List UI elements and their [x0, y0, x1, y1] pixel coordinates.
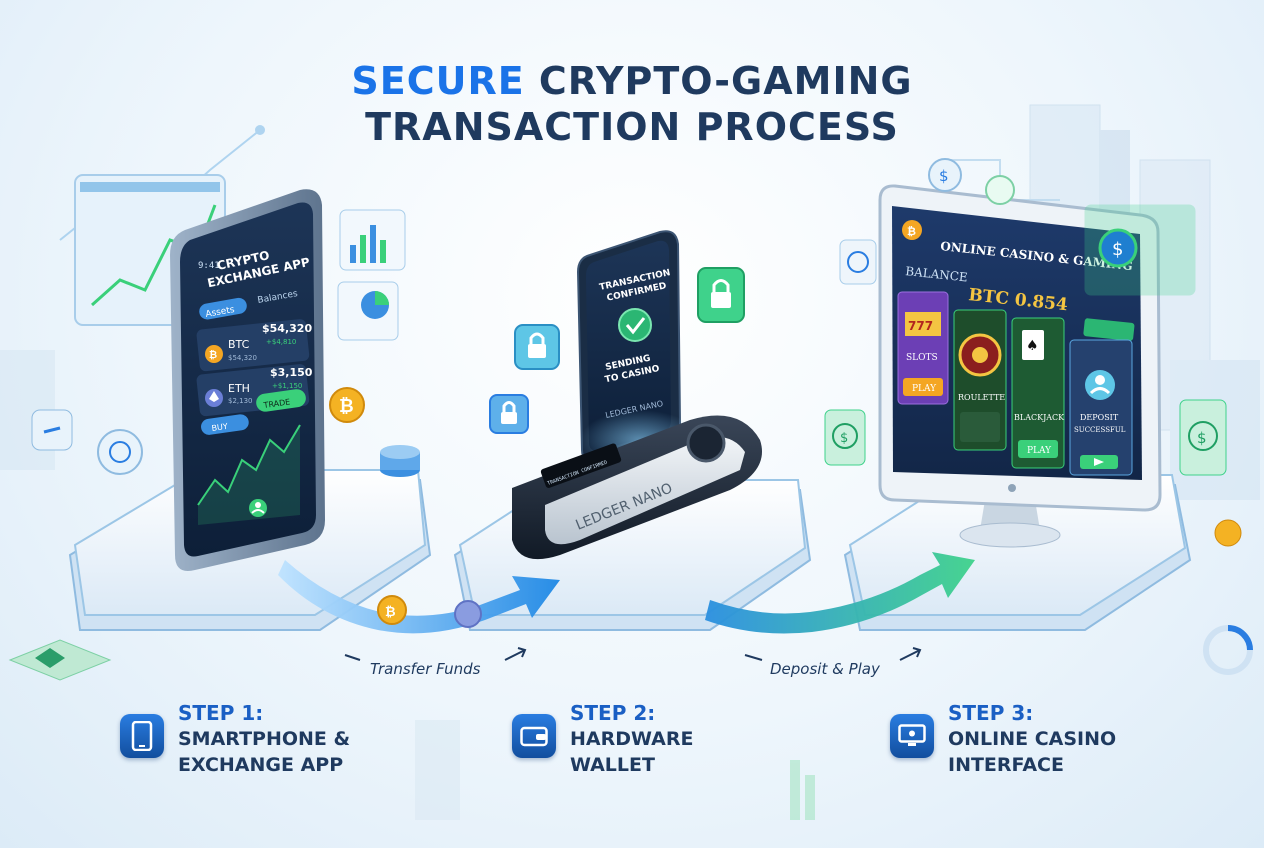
- step-2-label-line1: HARDWARE: [570, 728, 694, 750]
- blackjack-play-button: [1018, 440, 1058, 458]
- btc-sub: $54,320: [228, 354, 257, 362]
- svg-text:₿: ₿: [339, 396, 354, 417]
- coin-stack-decor: [380, 445, 420, 477]
- sync-icon: [97, 429, 143, 475]
- eth-symbol: ETH: [228, 382, 250, 395]
- eth-change: +$1,150: [272, 382, 302, 390]
- dollar-coin-icon: $: [928, 158, 962, 192]
- lock-icon-tile-3: [697, 267, 745, 323]
- svg-text:$: $: [1112, 239, 1123, 260]
- eth-coin-on-arrow: [454, 600, 482, 628]
- wallet-icon: [512, 714, 556, 758]
- svg-text:$: $: [1197, 429, 1207, 447]
- lock-icon-tile-2: [489, 394, 529, 434]
- roulette-label: ROULETTE: [958, 393, 1005, 402]
- gold-coin-icon: [1214, 519, 1242, 547]
- phone-trade-label: TRADE: [262, 397, 291, 410]
- btc-change: +$4,810: [266, 338, 296, 346]
- slots-play-label: PLAY: [912, 384, 937, 394]
- step-2-label-line2: WALLET: [570, 754, 655, 776]
- transaction-confirmed-card: TRANSACTION CONFIRMED SENDING TO CASINO …: [576, 230, 682, 462]
- slots-play-button: [903, 378, 943, 396]
- arrow-deposit-play: [705, 552, 975, 634]
- lock-icon-tile-1: [514, 324, 560, 370]
- step-3-number: STEP 3:: [948, 701, 1034, 725]
- euro-tile-icon: [839, 239, 877, 285]
- casino-menu-bar: [1083, 318, 1135, 341]
- step-1-label-line1: SMARTPHONE &: [178, 728, 351, 750]
- ledger-button-icon: [686, 423, 726, 463]
- step-3-label-line1: ONLINE CASINO: [948, 728, 1117, 750]
- dollar-tile-icon-1: $: [824, 409, 866, 466]
- step-1-number: STEP 1:: [178, 701, 264, 725]
- step-3: STEP 3: ONLINE CASINO INTERFACE: [890, 700, 1116, 778]
- casino-btc-badge-icon: [902, 220, 922, 240]
- step-2-number: STEP 2:: [570, 701, 656, 725]
- step-3-label-line2: INTERFACE: [948, 754, 1064, 776]
- dollar-tile-icon-2: $: [1179, 399, 1227, 476]
- deposit-line2: SUCCESSFUL: [1074, 426, 1126, 434]
- bitcoin-coin-on-arrow: [377, 595, 407, 625]
- eth-sub: $2,130: [228, 397, 253, 405]
- bitcoin-coin-decor: ₿: [329, 387, 365, 423]
- phone-buy-label: BUY: [211, 422, 228, 433]
- link-icon: [31, 409, 73, 451]
- smartphone: 9:41 CRYPTO EXCHANGE APP Assets Balances…: [170, 189, 325, 571]
- btc-value: $54,320: [262, 322, 312, 335]
- btc-coin-icon: [205, 345, 223, 363]
- progress-ring-icon: [1203, 625, 1253, 675]
- step-1: STEP 1: SMARTPHONE & EXCHANGE APP: [120, 700, 350, 778]
- btc-symbol: BTC: [228, 338, 250, 351]
- blackjack-label: BLACKJACK: [1014, 413, 1065, 422]
- eth-value: $3,150: [270, 366, 313, 379]
- step-2: STEP 2: HARDWARE WALLET: [512, 700, 693, 778]
- ledger-nano-device: TRANSACTION CONFIRMED LEDGER NANO: [512, 415, 762, 560]
- casino-balance-label: BALANCE: [905, 264, 969, 284]
- ledger-screen: [540, 443, 622, 488]
- confirm-check-icon: [618, 308, 652, 342]
- caption-transfer-funds: Transfer Funds: [370, 660, 481, 678]
- svg-text:₿: ₿: [209, 349, 217, 361]
- casino-monitor: ₿ ONLINE CASINO & GAMING BALANCE BTC 0.8…: [878, 184, 1162, 548]
- playing-card-icon: [1022, 330, 1044, 360]
- ethereum-tile-icon: [8, 639, 112, 681]
- svg-text:♠: ♠: [1026, 338, 1039, 354]
- blackjack-play-label: PLAY: [1027, 446, 1052, 456]
- caption-arrow-left: [344, 647, 922, 661]
- phone-btc-row: [196, 319, 310, 372]
- title-line2: TRANSACTION PROCESS: [365, 105, 899, 149]
- deposit-line1: DEPOSIT: [1080, 413, 1119, 422]
- phone-tab-assets: [199, 297, 247, 320]
- svg-text:777: 777: [908, 319, 933, 333]
- svg-text:₿: ₿: [907, 225, 916, 238]
- smartphone-icon: [120, 714, 164, 758]
- svg-text:$: $: [840, 431, 848, 446]
- background-chart-panel: [337, 209, 406, 341]
- title-line1-rest: CRYPTO-GAMING: [524, 59, 913, 103]
- phone-buy-button: [201, 414, 249, 435]
- phone-price-chart: [197, 424, 301, 506]
- title-accent: SECURE: [351, 59, 525, 103]
- svg-text:$: $: [939, 167, 949, 185]
- step-1-label-line2: EXCHANGE APP: [178, 754, 344, 776]
- caption-deposit-play: Deposit & Play: [770, 660, 880, 678]
- phone-trade-button: [256, 389, 306, 412]
- dollar-panel-icon: $: [1084, 204, 1196, 296]
- phone-time: 9:41: [198, 261, 220, 271]
- page-title: SECURE CRYPTO-GAMING TRANSACTION PROCESS: [0, 58, 1264, 150]
- deposit-card: [1069, 339, 1133, 476]
- cloud-icon: [985, 175, 1015, 205]
- monitor-icon: [890, 714, 934, 758]
- arrow-transfer-funds: ₿: [278, 560, 560, 634]
- slots-label: SLOTS: [906, 353, 938, 363]
- svg-text:₿: ₿: [385, 605, 396, 620]
